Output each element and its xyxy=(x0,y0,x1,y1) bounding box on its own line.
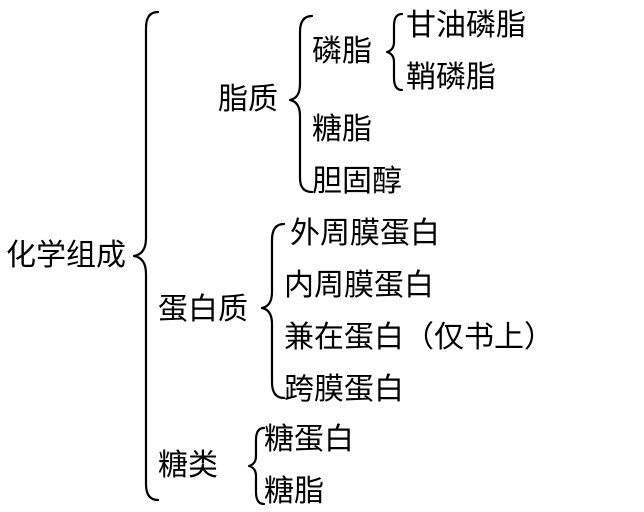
glycolipid-label: 糖脂 xyxy=(312,112,372,147)
protein-brace xyxy=(260,222,286,400)
amphitropic-protein-label: 兼在蛋白（仅书上） xyxy=(284,320,554,355)
root-label: 化学组成 xyxy=(6,238,126,273)
phospholipid-brace xyxy=(385,12,404,92)
sugar-brace xyxy=(247,426,266,506)
cholesterol-label: 胆固醇 xyxy=(312,164,402,199)
glycerophospholipid-label: 甘油磷脂 xyxy=(406,8,526,43)
lipid-label: 脂质 xyxy=(218,82,278,117)
root-brace xyxy=(132,10,160,502)
glycoprotein-label: 糖蛋白 xyxy=(264,422,354,457)
sugar-label: 糖类 xyxy=(158,448,218,483)
lipid-brace xyxy=(288,14,314,194)
inner-peripheral-protein-label: 内周膜蛋白 xyxy=(284,268,434,303)
transmembrane-protein-label: 跨膜蛋白 xyxy=(284,372,404,407)
protein-label: 蛋白质 xyxy=(158,292,248,327)
peripheral-protein-label: 外周膜蛋白 xyxy=(290,216,440,251)
sugar-glycolipid-label: 糖脂 xyxy=(264,474,324,509)
sphingomyelin-label: 鞘磷脂 xyxy=(406,60,496,95)
phospholipid-label: 磷脂 xyxy=(312,34,372,69)
